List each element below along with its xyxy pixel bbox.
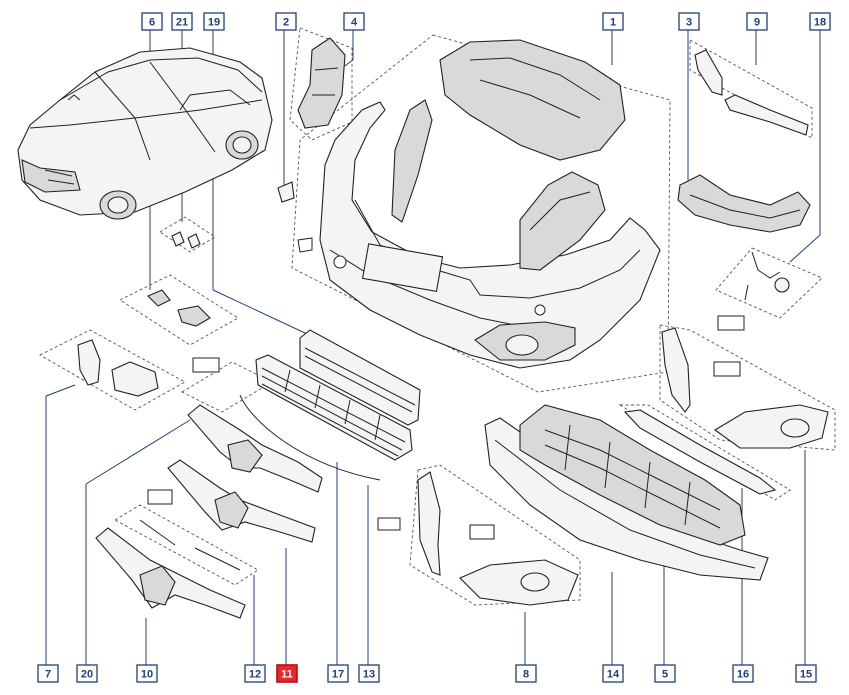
callout-number: 8 (523, 669, 529, 681)
callout-box (141, 12, 163, 31)
callout-number: 12 (249, 669, 261, 681)
callout-16[interactable]: 16 (732, 664, 754, 683)
callout-9[interactable]: 9 (746, 12, 768, 31)
callout-number: 16 (737, 669, 749, 681)
callout-8[interactable]: 8 (515, 664, 537, 683)
callout-20[interactable]: 20 (76, 664, 98, 683)
callout-number: 20 (81, 669, 93, 681)
callout-box (732, 664, 754, 683)
callout-15[interactable]: 15 (795, 664, 817, 683)
callout-7[interactable]: 7 (37, 664, 59, 683)
chrome-strip (239, 394, 401, 531)
clip-group-18 (717, 251, 790, 331)
callout-box (795, 664, 817, 683)
callout-19[interactable]: 19 (203, 12, 225, 31)
callout-number: 17 (332, 669, 344, 681)
grille-frames (95, 357, 323, 619)
callout-box (809, 12, 831, 31)
callout-box (203, 12, 225, 31)
callout-number: 1 (610, 17, 616, 29)
car-illustration (17, 47, 273, 220)
callout-number: 19 (208, 17, 220, 29)
callout-number: 9 (754, 17, 760, 29)
callout-number: 11 (281, 669, 293, 681)
right-fog-bezel (661, 327, 829, 449)
callout-11-highlighted[interactable]: 11 (276, 664, 298, 683)
callout-14[interactable]: 14 (602, 664, 624, 683)
callout-box (602, 664, 624, 683)
callout-number: 14 (607, 669, 620, 681)
callout-17[interactable]: 17 (327, 664, 349, 683)
callout-13[interactable]: 13 (358, 664, 380, 683)
callout-3[interactable]: 3 (678, 12, 700, 31)
callout-box (602, 12, 624, 31)
callout-box (358, 664, 380, 683)
callout-18[interactable]: 18 (809, 12, 831, 31)
callout-number: 21 (176, 17, 188, 29)
callout-number: 2 (283, 17, 289, 29)
callout-number: 15 (800, 669, 812, 681)
callout-box (171, 12, 193, 31)
callout-number: 5 (662, 669, 668, 681)
callout-number: 13 (363, 669, 375, 681)
left-fog-bezel (417, 471, 579, 606)
callout-2[interactable]: 2 (275, 12, 297, 31)
lower-bumper-parts (484, 404, 777, 581)
callout-box (136, 664, 158, 683)
callout-number: 7 (45, 669, 51, 681)
callout-box (343, 12, 365, 31)
callout-10[interactable]: 10 (136, 664, 158, 683)
upper-right-parts (677, 49, 811, 233)
callout-4[interactable]: 4 (343, 12, 365, 31)
callout-number: 3 (686, 17, 692, 29)
callout-5[interactable]: 5 (654, 664, 676, 683)
callout-number: 6 (149, 17, 155, 29)
callout-box (244, 664, 266, 683)
callout-number: 10 (141, 669, 153, 681)
callout-box (678, 12, 700, 31)
group-frames (39, 27, 836, 606)
callout-box (327, 664, 349, 683)
side-brackets (277, 37, 346, 253)
callout-number: 18 (814, 17, 826, 29)
clip-sets (147, 231, 211, 327)
callout-number: 4 (351, 17, 358, 29)
left-fog-bracket (77, 339, 159, 397)
callout-box (515, 664, 537, 683)
callout-12[interactable]: 12 (244, 664, 266, 683)
callout-box (37, 664, 59, 683)
callout-1[interactable]: 1 (602, 12, 624, 31)
callout-box (654, 664, 676, 683)
callout-box (275, 12, 297, 31)
callout-box (276, 664, 298, 683)
callout-6[interactable]: 6 (141, 12, 163, 31)
grilles (255, 329, 421, 461)
front-bumper-assembly (319, 39, 661, 369)
callout-box (746, 12, 768, 31)
callout-box (76, 664, 98, 683)
callout-21[interactable]: 21 (171, 12, 193, 31)
